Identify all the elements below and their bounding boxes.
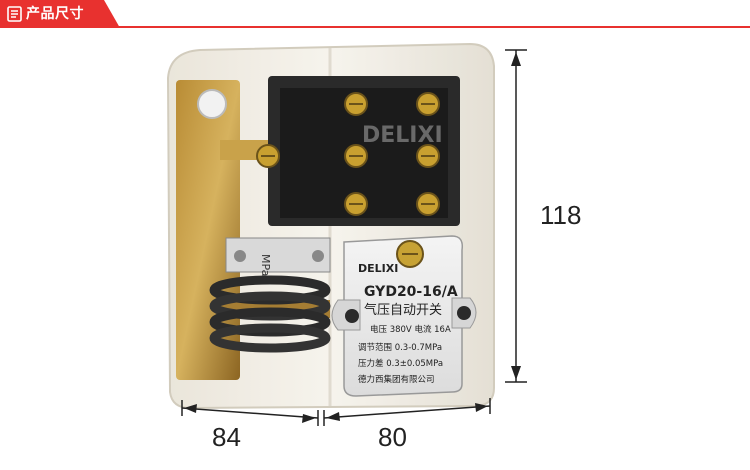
dimension-depth: 84 <box>212 422 241 452</box>
spec-range: 调节范围 0.3-0.7MPa <box>358 342 442 353</box>
product-name: 气压自动开关 <box>364 302 442 318</box>
brand-embossed: DELIXI <box>362 123 443 148</box>
document-icon <box>7 6 22 22</box>
nameplate-brand: DELIXI <box>358 262 398 275</box>
spec-electric: 电压 380V 电流 16A <box>370 324 451 335</box>
section-title: 产品尺寸 <box>26 6 84 22</box>
scale-unit: MPa <box>259 254 272 276</box>
model-number: GYD20-16/A <box>364 284 458 300</box>
nameplate <box>343 235 464 397</box>
dimension-width: 80 <box>378 422 407 452</box>
manufacturer: 德力西集团有限公司 <box>358 374 435 385</box>
terminal-screws <box>256 92 440 216</box>
adjust-knob <box>197 89 227 119</box>
dimension-height: 118 <box>540 200 582 230</box>
pressure-spring <box>209 275 331 353</box>
spec-pressure-diff: 压力差 0.3±0.05MPa <box>358 358 443 369</box>
header-divider <box>0 26 750 28</box>
section-header-tab: 产品尺寸 <box>0 0 120 28</box>
dimension-lines <box>181 49 527 426</box>
